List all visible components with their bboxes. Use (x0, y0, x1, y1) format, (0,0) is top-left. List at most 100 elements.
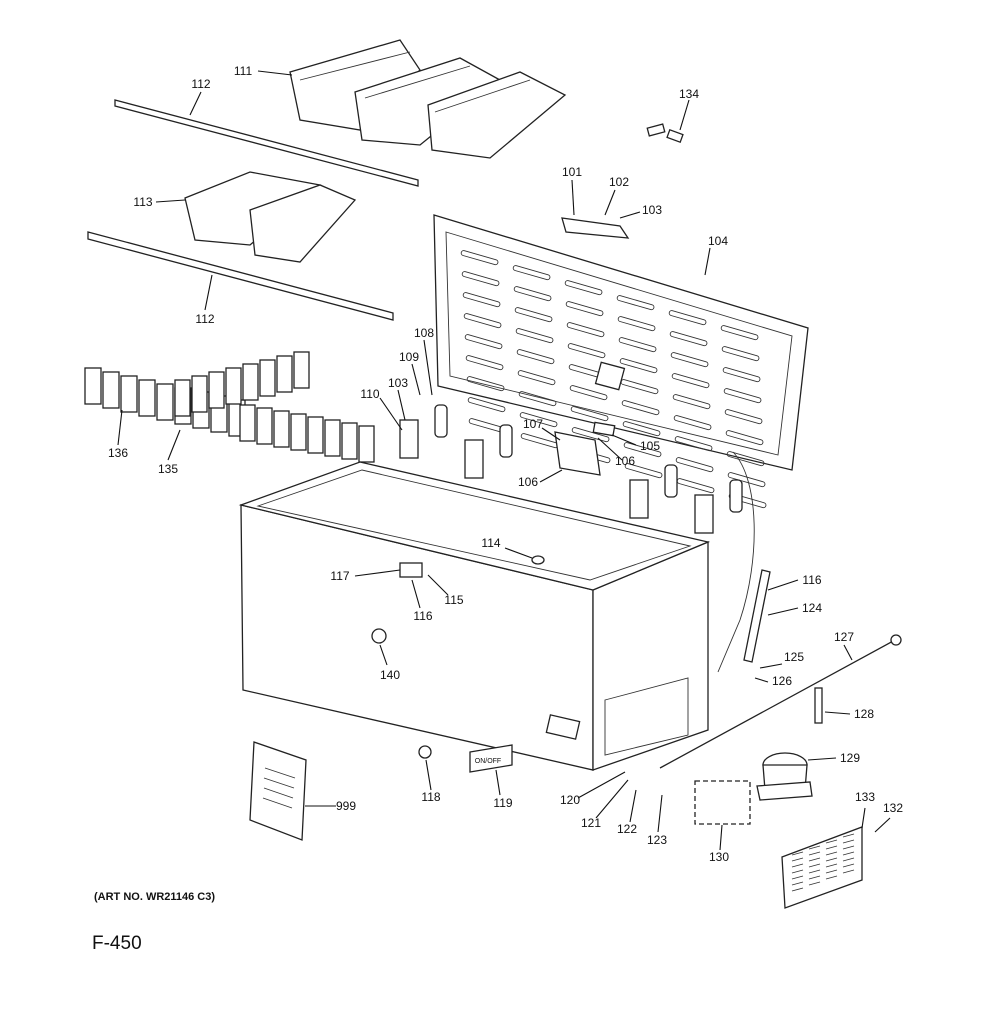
grille-vent (808, 863, 821, 868)
part-number-label: 120 (560, 793, 580, 807)
part-number-label: 108 (414, 326, 434, 340)
leader-line (657, 794, 663, 833)
divider-tile (208, 371, 225, 409)
basket-set-small (184, 171, 357, 263)
part-number-label: 111 (234, 64, 253, 78)
hinge-cover (664, 464, 678, 498)
part-number-label: 110 (360, 387, 379, 401)
lid-slot (673, 415, 712, 431)
lid-slot (464, 334, 503, 350)
part-number-label: 114 (481, 536, 500, 550)
leader-lines (117, 70, 891, 851)
lid-slot (723, 388, 762, 404)
hinge (464, 439, 484, 479)
part-number-label: 115 (444, 593, 463, 607)
part-number-label: 117 (330, 569, 349, 583)
leader-line (354, 569, 401, 577)
leader-line (425, 759, 432, 791)
rear-grille (781, 826, 863, 909)
lid-slot (570, 406, 609, 422)
leader-line (754, 677, 769, 683)
part-number-label: 121 (581, 816, 601, 830)
part-number-label: 135 (158, 462, 178, 476)
lid-slot (725, 430, 764, 446)
grille-vent (808, 845, 821, 850)
divider-tile (341, 422, 358, 460)
part-number-label: 129 (840, 751, 860, 765)
leader-line (117, 409, 123, 446)
hinge-cover (499, 424, 513, 458)
leader-line (189, 91, 202, 116)
lid-slot (616, 295, 655, 311)
part-number-label: 132 (883, 801, 903, 815)
leader-line (679, 99, 690, 131)
leader-line (595, 779, 629, 819)
divider-tile (256, 407, 273, 445)
leader-line (411, 363, 421, 396)
part-number-label: 128 (854, 707, 874, 721)
divider-tile (358, 425, 375, 463)
lid-slot (463, 313, 502, 329)
divider-tile (259, 359, 276, 397)
lid-slot (724, 409, 763, 425)
grille-vent (842, 845, 855, 850)
hinge (694, 494, 714, 534)
leader-line (807, 757, 837, 761)
grille-vent (825, 857, 838, 862)
grille-vent (791, 851, 804, 856)
lid-slot (676, 478, 715, 494)
leader-line (397, 389, 406, 421)
freezer-lid (433, 214, 809, 509)
leader-line (843, 644, 853, 661)
lid-slot (516, 349, 555, 365)
lid-slot (512, 265, 551, 281)
part-number-label: 127 (834, 630, 854, 644)
hinge-rail-lower (87, 231, 394, 321)
part-number-label: 124 (802, 601, 822, 615)
part-number-label: 106 (518, 475, 538, 489)
leader-line (767, 607, 799, 616)
divider-tile (242, 363, 259, 401)
part-number-label: 116 (413, 609, 432, 623)
lid-slot (674, 436, 713, 452)
relay-overload-kit (694, 780, 751, 825)
part-labels: 1111121341011021031131041121081091101031… (108, 64, 903, 864)
part-number-label: 103 (388, 376, 408, 390)
divider-tile (276, 355, 293, 393)
leader-line (861, 807, 866, 829)
leader-line (767, 579, 799, 591)
grille-vent (842, 839, 855, 844)
lid-slot (670, 352, 709, 368)
lid-slot (513, 286, 552, 302)
lid-slot (721, 346, 760, 362)
leader-line (167, 429, 181, 461)
lid-slot (623, 442, 662, 458)
leader-line (604, 189, 616, 216)
lid-slot (461, 271, 500, 287)
lid-slot (565, 301, 604, 317)
basket-dividers (84, 351, 375, 463)
part-number-label: 104 (708, 234, 728, 248)
grille-vent (825, 863, 838, 868)
lid-slot (617, 316, 656, 332)
leader-line (539, 469, 563, 483)
lid-slot (518, 391, 557, 407)
part-number-label: 112 (195, 312, 214, 326)
hinge (629, 479, 649, 519)
leader-line (427, 574, 449, 596)
leader-line (257, 70, 293, 76)
temperature-control (554, 421, 616, 476)
leader-line (379, 644, 388, 666)
lid-slot (460, 250, 499, 266)
lid-slot (566, 322, 605, 338)
grille-vent (842, 851, 855, 856)
grille-vent (842, 857, 855, 862)
grille-vent (825, 845, 838, 850)
divider-tile (307, 416, 324, 454)
lid-slot (517, 370, 556, 386)
leader-line (719, 824, 723, 851)
divider-tile (120, 375, 138, 413)
divider-tile (290, 413, 307, 451)
grille-vent (791, 869, 804, 874)
part-number-label: 133 (855, 790, 875, 804)
